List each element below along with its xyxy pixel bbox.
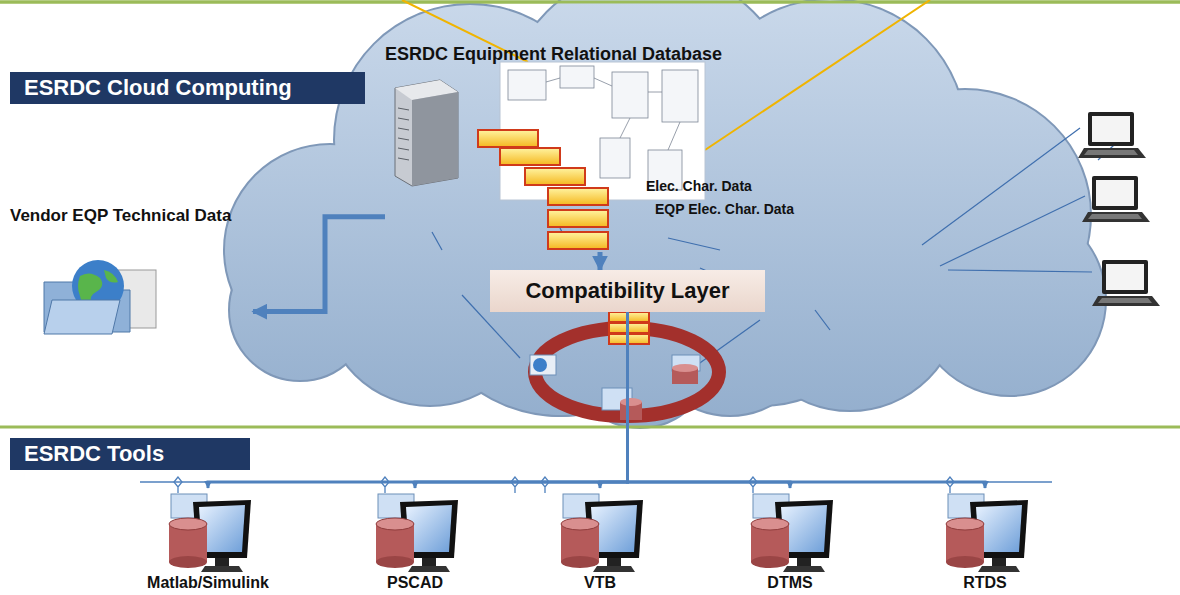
layer-title: Compatibility Layer (525, 278, 729, 304)
flow-arrow (253, 217, 385, 312)
tool-name: RTDS (963, 574, 1007, 592)
section-title: ESRDC Cloud Computing (24, 75, 292, 101)
section-band: ESRDC Cloud Computing (10, 72, 365, 104)
tool-name: PSCAD (387, 574, 443, 592)
tool-name: DTMS (767, 574, 812, 592)
section-title: ESRDC Tools (24, 441, 164, 467)
tool-name: Matlab/Simulink (147, 574, 269, 592)
vendor-data: Vendor EQP Technical Data (8, 205, 253, 335)
flow-arrow (600, 312, 628, 488)
flow-arrow (415, 312, 628, 488)
database-block: ESRDC Equipment Relational Database (385, 44, 795, 252)
tool-station: DTMS (728, 488, 852, 592)
tool-station: VTB (538, 488, 662, 592)
data-label: EQP Elec. Char. Data (655, 201, 794, 217)
data-label: Elec. Char. Data (646, 178, 752, 194)
flow-arrow (208, 312, 628, 488)
tool-name: VTB (584, 574, 616, 592)
flow-arrow (598, 252, 603, 270)
section-band: ESRDC Tools (10, 438, 250, 470)
tool-station: Matlab/Simulink (144, 488, 272, 592)
tool-station: PSCAD (353, 488, 477, 592)
flow-arrow (628, 312, 791, 488)
tool-station: RTDS (923, 488, 1047, 592)
vendor-title: Vendor EQP Technical Data (10, 205, 231, 226)
database-title: ESRDC Equipment Relational Database (385, 44, 722, 65)
compatibility-layer: Compatibility Layer (490, 270, 765, 312)
flow-arrow (628, 312, 986, 488)
